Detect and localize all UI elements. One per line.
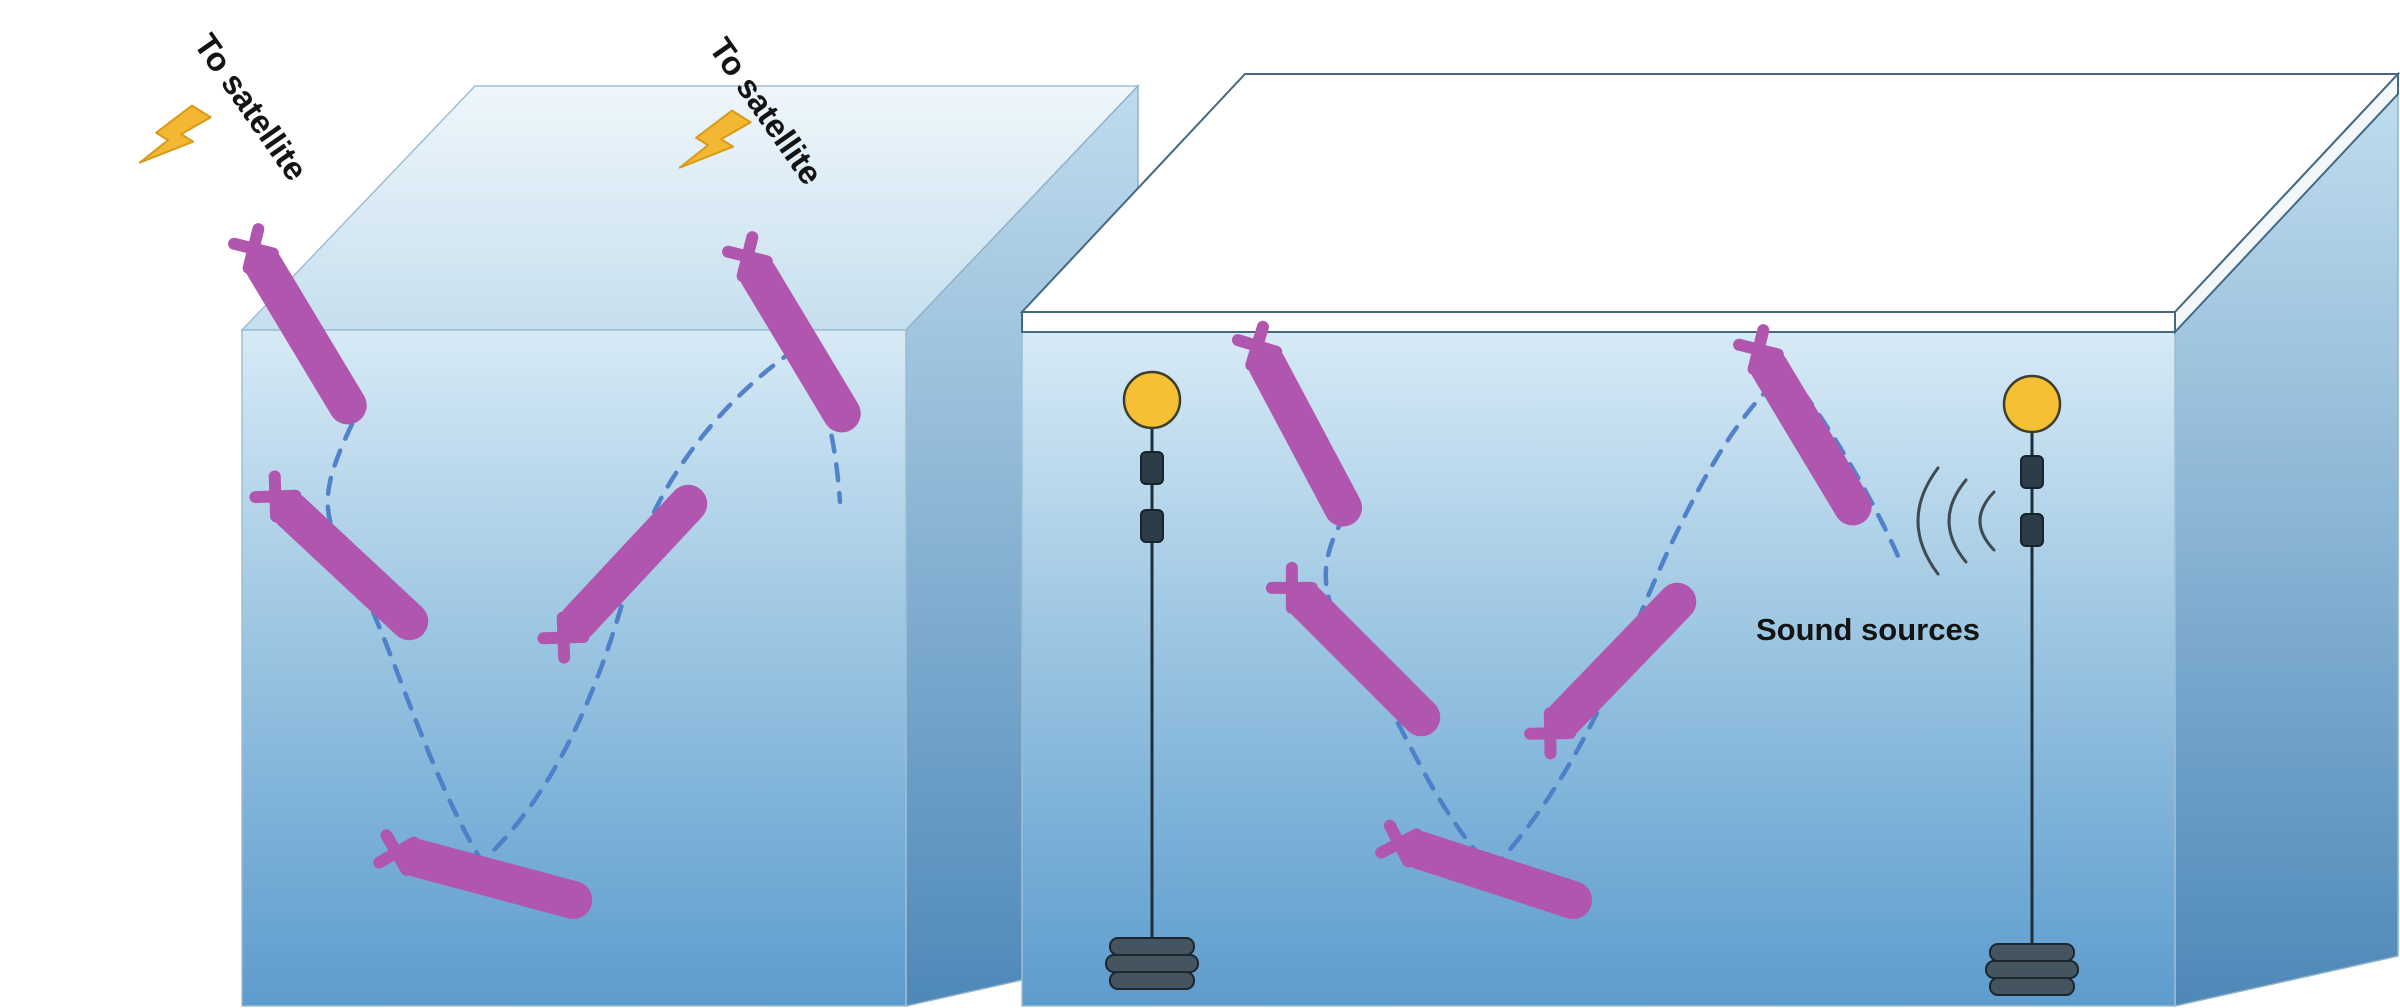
- mooring-left: [1105, 370, 1199, 990]
- ice-lid-top: [1019, 73, 2400, 313]
- mooring-instrument: [1140, 509, 1164, 543]
- mooring-instrument: [1140, 451, 1164, 485]
- mooring-buoy: [1122, 370, 1182, 430]
- sound-sources-label: Sound sources: [1756, 612, 1980, 647]
- ice-covered-box: [1019, 71, 2400, 1007]
- open-water-front-face: [241, 329, 907, 1007]
- mooring-anchor-weights: [1985, 943, 2079, 996]
- mooring-buoy: [2002, 374, 2062, 434]
- mooring-anchor-weights: [1105, 937, 1199, 990]
- sound-waves-icon: [1916, 466, 1996, 576]
- ice-lid-right-edge: [2174, 71, 2399, 335]
- open-water-box: [240, 84, 1140, 1007]
- mooring-right: [1985, 374, 2079, 996]
- ice-lid-front-edge: [1021, 311, 2176, 333]
- to-satellite-label-1: To satellite: [187, 27, 315, 187]
- mooring-instrument: [2020, 513, 2044, 547]
- mooring-instrument: [2020, 455, 2044, 489]
- satellite-signal-bolt-icon: [137, 96, 212, 183]
